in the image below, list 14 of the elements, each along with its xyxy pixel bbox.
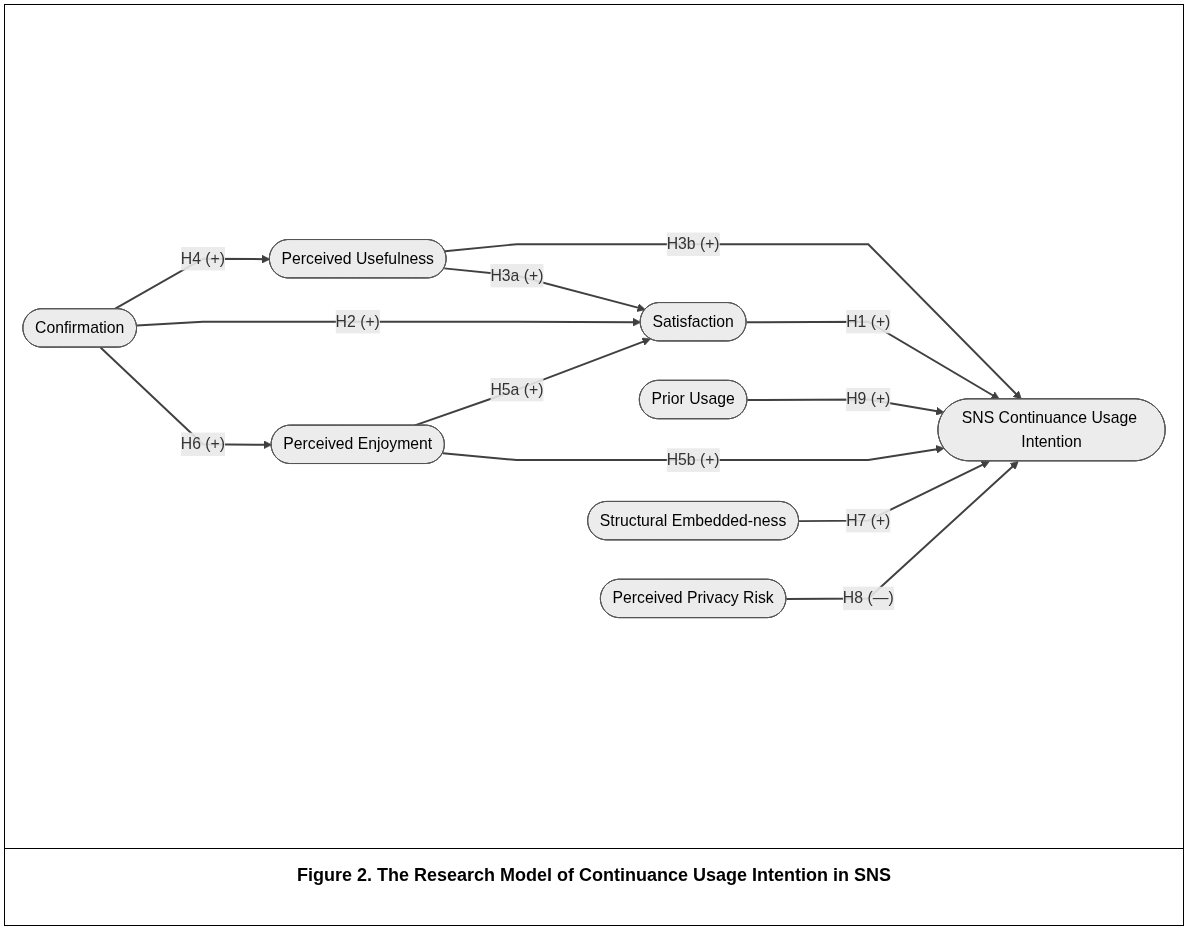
- edge-label: H1 (+): [846, 312, 891, 330]
- edge-label: H6 (+): [180, 435, 226, 453]
- arrow: [441, 445, 945, 462]
- edge-label: H2 (+): [335, 312, 380, 330]
- edge-label: H3b (+): [666, 235, 720, 253]
- edge-label: H7 (+): [846, 511, 891, 529]
- edge-label: H5b (+): [666, 451, 720, 468]
- figure-caption: Figure 2. The Research Model of Continuance Usage Intention in SNS: [296, 865, 892, 885]
- edge-label: H9 (+): [846, 390, 891, 408]
- arrow: [135, 317, 642, 327]
- edge-label: H4 (+): [180, 249, 226, 267]
- edge-label: H5a (+): [490, 380, 544, 398]
- edge-label: H3a (+): [490, 266, 544, 284]
- edge-label: H8 (—): [842, 589, 894, 607]
